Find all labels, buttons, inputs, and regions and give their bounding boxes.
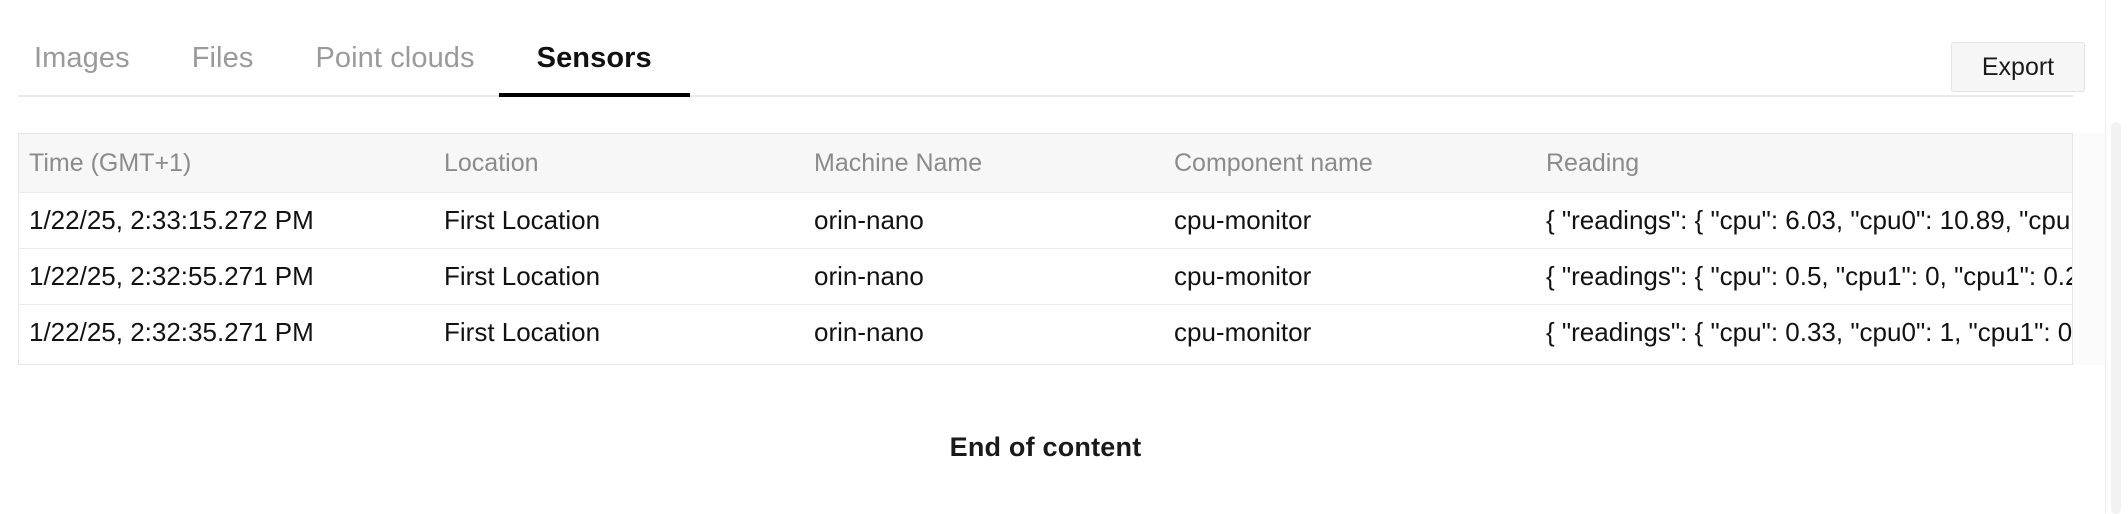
page-scrollbar[interactable] — [2105, 0, 2128, 514]
table-body: 1/22/25, 2:33:15.272 PM First Location o… — [19, 192, 2072, 360]
table-row[interactable]: 1/22/25, 2:32:55.271 PM First Location o… — [19, 248, 2072, 305]
tab-images[interactable]: Images — [34, 44, 130, 95]
cell-reading: { "readings": { "cpu": 0.33, "cpu0": 1, … — [1536, 304, 2072, 360]
table-row[interactable]: 1/22/25, 2:32:35.271 PM First Location o… — [19, 304, 2072, 360]
table-header: Time (GMT+1) Location Machine Name Compo… — [19, 133, 2072, 193]
table-row[interactable]: 1/22/25, 2:33:15.272 PM First Location o… — [19, 192, 2072, 249]
tab-point-clouds-label: Point clouds — [315, 42, 475, 74]
cell-time: 1/22/25, 2:32:55.271 PM — [19, 248, 434, 305]
table-scroll-gutter[interactable] — [2073, 133, 2105, 365]
cell-component: cpu-monitor — [1164, 304, 1536, 360]
tab-sensors-label: Sensors — [536, 42, 652, 74]
cell-location: First Location — [434, 192, 804, 249]
end-of-content-label: End of content — [949, 432, 1142, 462]
cell-reading: { "readings": { "cpu": 0.5, "cpu1": 0, "… — [1536, 248, 2072, 305]
cell-location: First Location — [434, 304, 804, 360]
cell-component: cpu-monitor — [1164, 192, 1536, 249]
cell-machine: orin-nano — [804, 248, 1164, 305]
column-header-reading[interactable]: Reading — [1536, 133, 2072, 193]
page-scrollbar-thumb[interactable] — [2111, 122, 2121, 514]
cell-machine: orin-nano — [804, 304, 1164, 360]
tab-bar: Images Files Point clouds Sensors — [18, 0, 2073, 97]
cell-time: 1/22/25, 2:33:15.272 PM — [19, 192, 434, 249]
cell-component: cpu-monitor — [1164, 248, 1536, 305]
column-header-location[interactable]: Location — [434, 133, 804, 193]
column-header-component[interactable]: Component name — [1164, 133, 1536, 193]
tab-point-clouds[interactable]: Point clouds — [315, 44, 474, 95]
cell-machine: orin-nano — [804, 192, 1164, 249]
tab-files[interactable]: Files — [192, 44, 254, 95]
sensors-table: Time (GMT+1) Location Machine Name Compo… — [19, 133, 2072, 360]
cell-time: 1/22/25, 2:32:35.271 PM — [19, 304, 434, 360]
cell-reading: { "readings": { "cpu": 6.03, "cpu0": 10.… — [1536, 192, 2072, 249]
column-header-machine[interactable]: Machine Name — [804, 133, 1164, 193]
column-header-time[interactable]: Time (GMT+1) — [19, 133, 434, 193]
tab-sensors[interactable]: Sensors — [498, 42, 690, 97]
tab-images-label: Images — [34, 42, 130, 74]
cell-location: First Location — [434, 248, 804, 305]
export-button[interactable]: Export — [1951, 42, 2085, 92]
table-header-row: Time (GMT+1) Location Machine Name Compo… — [19, 133, 2072, 193]
sensors-table-container: Time (GMT+1) Location Machine Name Compo… — [18, 133, 2073, 365]
tab-files-label: Files — [191, 42, 254, 74]
